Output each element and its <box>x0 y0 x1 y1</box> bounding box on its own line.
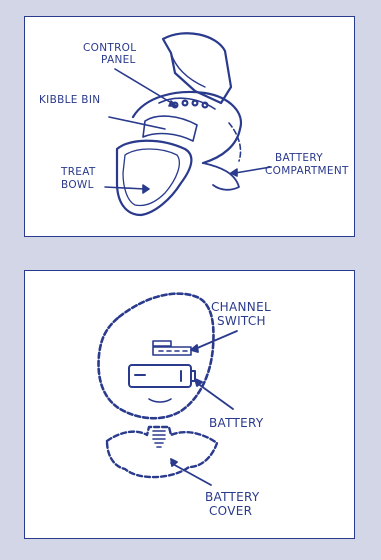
kibble-bin-leader <box>109 117 165 129</box>
control-panel-label-line2: PANEL <box>101 54 136 66</box>
feeder-overview-diagram: CONTROL PANEL KIBBLE BIN TREAT BOWL BATT… <box>25 17 356 238</box>
battery-detail-panel: CHANNEL SWITCH BATTERY BATTERY COVER <box>24 270 355 539</box>
control-panel-leader <box>115 69 175 105</box>
battery-cover-label-line2: COVER <box>209 504 252 518</box>
battery-compartment-label-line2: COMPARTMENT <box>265 165 349 177</box>
leader-lines <box>105 69 271 193</box>
treat-bowl-label-line1: TREAT <box>60 166 96 178</box>
treat-bowl-leader <box>105 187 145 189</box>
battery-compartment-label-line1: BATTERY <box>275 152 323 164</box>
battery-cell <box>129 365 195 402</box>
battery-cover-latch <box>153 431 165 447</box>
kibble-bin-label: KIBBLE BIN <box>39 94 100 106</box>
control-panel-label-line1: CONTROL <box>83 42 136 54</box>
channel-switch-label-line2: SWITCH <box>217 314 266 328</box>
leader-lines-bottom <box>171 331 237 485</box>
treat-bowl-label-line2: BOWL <box>61 179 94 191</box>
battery-leader <box>197 383 233 409</box>
battery-label: BATTERY <box>209 416 264 430</box>
channel-switch <box>153 341 191 355</box>
channel-switch-leader <box>195 331 237 349</box>
feeder-overview-panel: CONTROL PANEL KIBBLE BIN TREAT BOWL BATT… <box>24 16 355 237</box>
channel-switch-label-line1: CHANNEL <box>211 300 271 314</box>
compartment-outline <box>99 294 214 419</box>
battery-detail-diagram: CHANNEL SWITCH BATTERY BATTERY COVER <box>25 271 356 540</box>
battery-cover-label-line1: BATTERY <box>205 490 260 504</box>
